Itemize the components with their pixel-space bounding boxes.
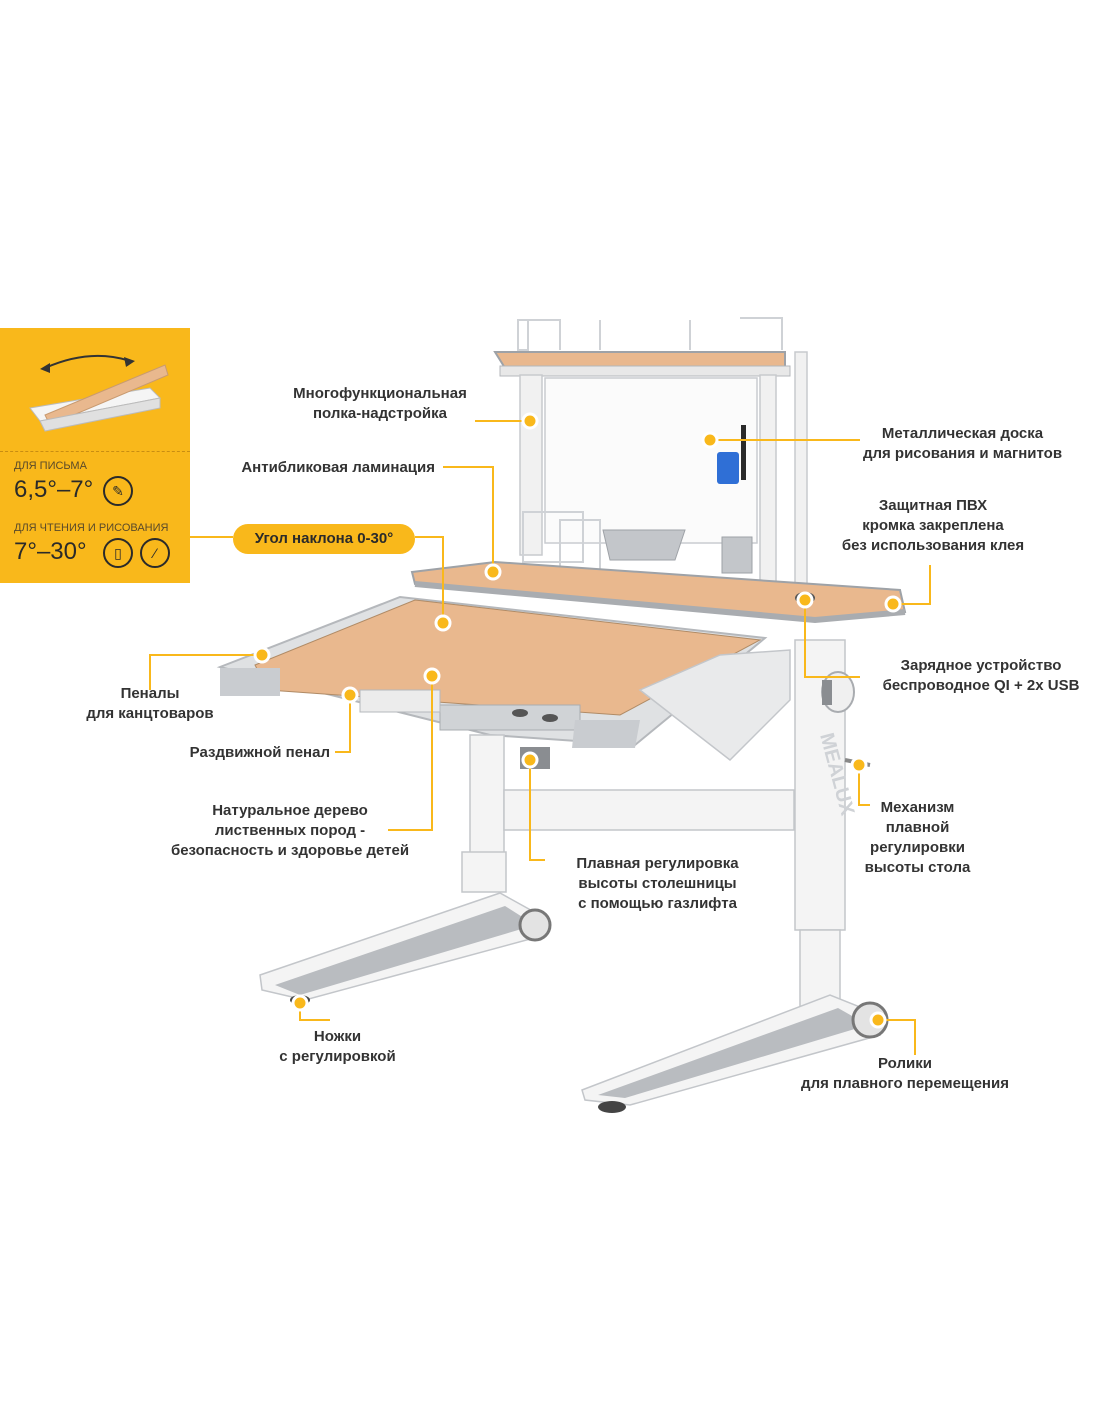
- callout-dots: [253, 412, 902, 1029]
- dot-mechanism: [850, 756, 868, 774]
- dot-charger: [796, 591, 814, 609]
- dot-legs: [291, 994, 309, 1012]
- dot-rollers: [869, 1011, 887, 1029]
- callout-lines: [149, 420, 931, 1055]
- dot-board: [701, 431, 719, 449]
- dot-tilt: [434, 614, 452, 632]
- tilt-angle-panel: для письма 6,5°–7° ✎ для чтения и рисова…: [0, 328, 190, 583]
- book-icon: ▯: [103, 538, 133, 568]
- dot-pvc-edge: [884, 595, 902, 613]
- reading-label: для чтения и рисования: [14, 522, 169, 534]
- dot-sliding-case: [341, 686, 359, 704]
- writing-label: для письма: [14, 460, 87, 472]
- brush-icon: ⁄: [140, 538, 170, 568]
- dot-pencil-cases: [253, 646, 271, 664]
- tilted-desktop: [216, 595, 768, 748]
- desk-frame: MEALUX: [259, 639, 889, 1113]
- label-sliding-case: Раздвижной пенал: [189, 744, 330, 761]
- desk-organizer: [522, 511, 753, 574]
- panel-separator: [0, 451, 190, 452]
- tilt-angle-icon: [29, 354, 169, 432]
- label-antiglare: Антибликовая ламинация: [241, 459, 435, 476]
- tilt-angle-badge: Угол наклона 0-30°: [233, 524, 415, 554]
- magnetic-board: [544, 377, 758, 544]
- dot-shelf: [521, 412, 539, 430]
- dot-gaslift: [521, 751, 539, 769]
- writing-range: 6,5°–7°: [14, 476, 94, 503]
- pencil-icon: ✎: [103, 476, 133, 506]
- reading-range: 7°–30°: [14, 538, 87, 565]
- dot-wood: [423, 667, 441, 685]
- dot-antiglare: [484, 563, 502, 581]
